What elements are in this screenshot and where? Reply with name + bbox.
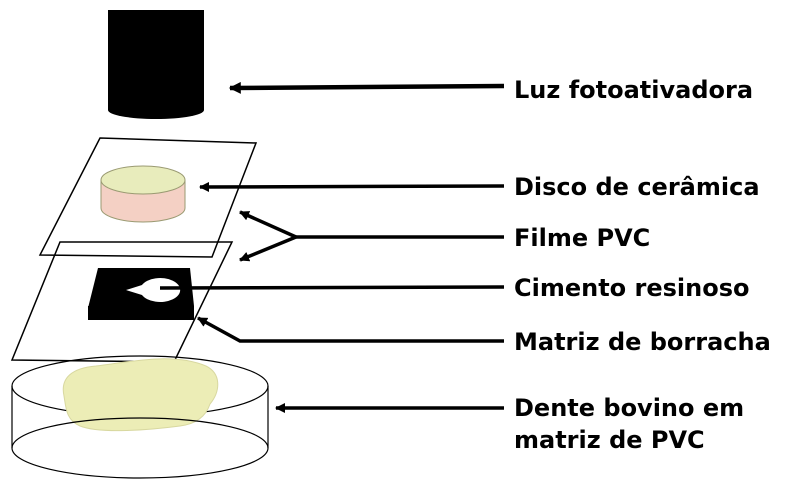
label-ceramic-disc: Disco de cerâmica bbox=[514, 173, 760, 201]
pvc-film-upper bbox=[38, 137, 258, 258]
rubber-matrix bbox=[88, 268, 194, 320]
label-bovine-tooth-line2: matriz de PVC bbox=[514, 426, 705, 454]
arrow-pvc-film-upper bbox=[239, 210, 297, 239]
label-rubber-matrix: Matriz de borracha bbox=[514, 328, 771, 356]
light-curing-unit bbox=[108, 10, 204, 119]
label-bovine-tooth-line1: Dente bovino em bbox=[514, 394, 744, 422]
arrow-pvc-film-lower bbox=[239, 235, 297, 262]
arrows bbox=[159, 81, 505, 413]
arrow-ceramic-disc bbox=[199, 181, 505, 192]
pvc-matrix-with-tooth bbox=[11, 355, 269, 479]
label-light: Luz fotoativadora bbox=[514, 76, 753, 104]
label-resin-cement: Cimento resinoso bbox=[514, 274, 750, 302]
arrow-light bbox=[228, 81, 505, 94]
arrow-resin-cement bbox=[159, 285, 505, 290]
resin-cement-window bbox=[126, 278, 181, 303]
label-pvc-film: Filme PVC bbox=[514, 224, 650, 252]
arrow-rubber-matrix bbox=[197, 316, 504, 343]
ceramic-disc bbox=[100, 165, 186, 223]
